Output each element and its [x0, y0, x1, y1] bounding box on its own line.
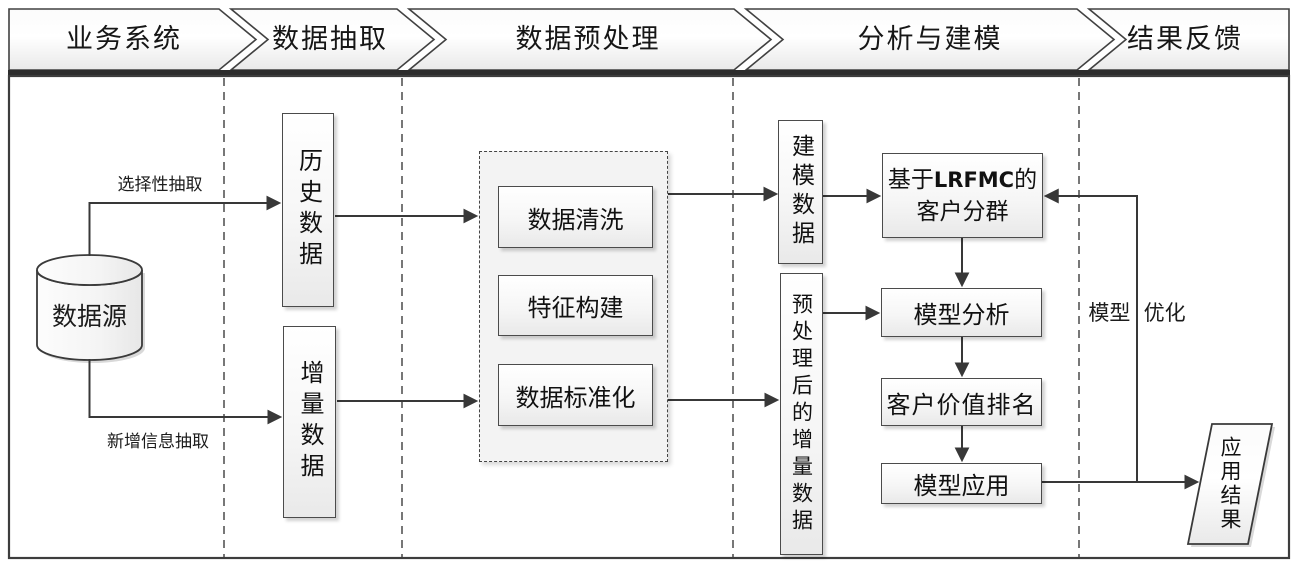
phase-shape-1	[8, 8, 258, 71]
main-frame	[7, 74, 1291, 560]
node-data-standardization: 数据标准化	[498, 364, 653, 426]
node-feature-construction: 特征构建	[498, 275, 653, 336]
edge-label-model-optimization: 模型 优化	[1088, 301, 1186, 325]
node-preprocessed-incremental-data: 预处理后的增量数据	[780, 273, 823, 555]
edge-label-new-info-extraction: 新增信息抽取	[107, 432, 209, 451]
phase-label-business-system: 业务系统	[66, 24, 182, 54]
cylinder-top-ellipse	[36, 254, 143, 286]
node-model-application: 模型应用	[881, 463, 1042, 504]
node-customer-value-ranking: 客户价值排名	[881, 378, 1042, 426]
node-modeling-data: 建模数据	[778, 120, 823, 264]
node-data-cleaning: 数据清洗	[498, 186, 653, 248]
phase-label-analysis-modeling: 分析与建模	[857, 24, 1003, 54]
node-application-result-label: 应用结果	[1218, 436, 1242, 532]
edge-model-optimization-feedback	[1043, 188, 1138, 482]
phase-label-result-feedback: 结果反馈	[1127, 24, 1243, 54]
phase-label-data-extraction: 数据抽取	[272, 24, 388, 54]
node-data-source-label: 数据源	[51, 304, 127, 331]
lrfmc-code: LRFMC	[933, 168, 1015, 192]
lane-separators	[223, 78, 1080, 557]
connectors	[88, 186, 1200, 490]
header-chevron-band	[8, 8, 1290, 71]
application-result-shape	[1186, 423, 1275, 547]
node-incremental-data: 增量数据	[283, 326, 336, 518]
edge-selective-extraction	[88, 195, 282, 256]
lrfmc-prefix: 基于	[887, 167, 934, 192]
lrfmc-suffix: 的	[1014, 167, 1038, 192]
edge-new-info-extraction	[88, 359, 283, 425]
node-historical-data: 历史数据	[282, 113, 334, 307]
phase-label-data-preprocessing: 数据预处理	[515, 24, 661, 54]
header-bottom-bar	[8, 70, 1290, 76]
node-model-analysis: 模型分析	[881, 288, 1042, 337]
lrfmc-line2: 客户分群	[916, 199, 1009, 224]
edge-label-selective-extraction: 选择性抽取	[117, 175, 203, 194]
node-lrfmc-segmentation: 基于LRFMC的 客户分群	[882, 153, 1043, 238]
node-lrfmc-segmentation-text: 基于LRFMC的 客户分群	[888, 164, 1037, 227]
